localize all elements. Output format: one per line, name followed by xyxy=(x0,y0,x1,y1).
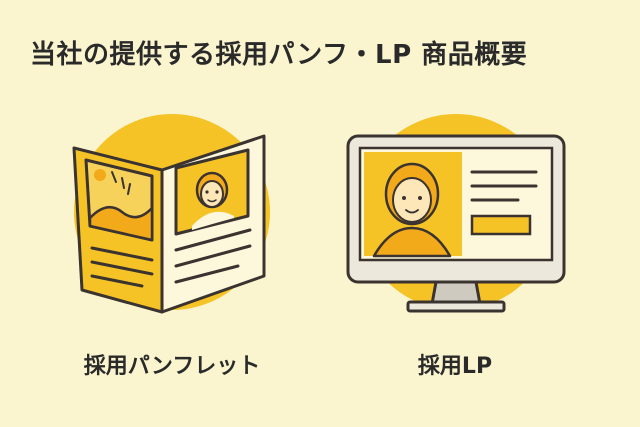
lp-label: 採用LP xyxy=(417,354,493,379)
brochure-icon xyxy=(72,114,270,314)
monitor-icon xyxy=(346,114,566,313)
monitor-illustration xyxy=(330,100,580,330)
brochure-illustration xyxy=(52,100,292,330)
page-title: 当社の提供する採用パンフ・LP 商品概要 xyxy=(30,40,528,70)
brochure-label: 採用パンフレット xyxy=(83,354,261,379)
